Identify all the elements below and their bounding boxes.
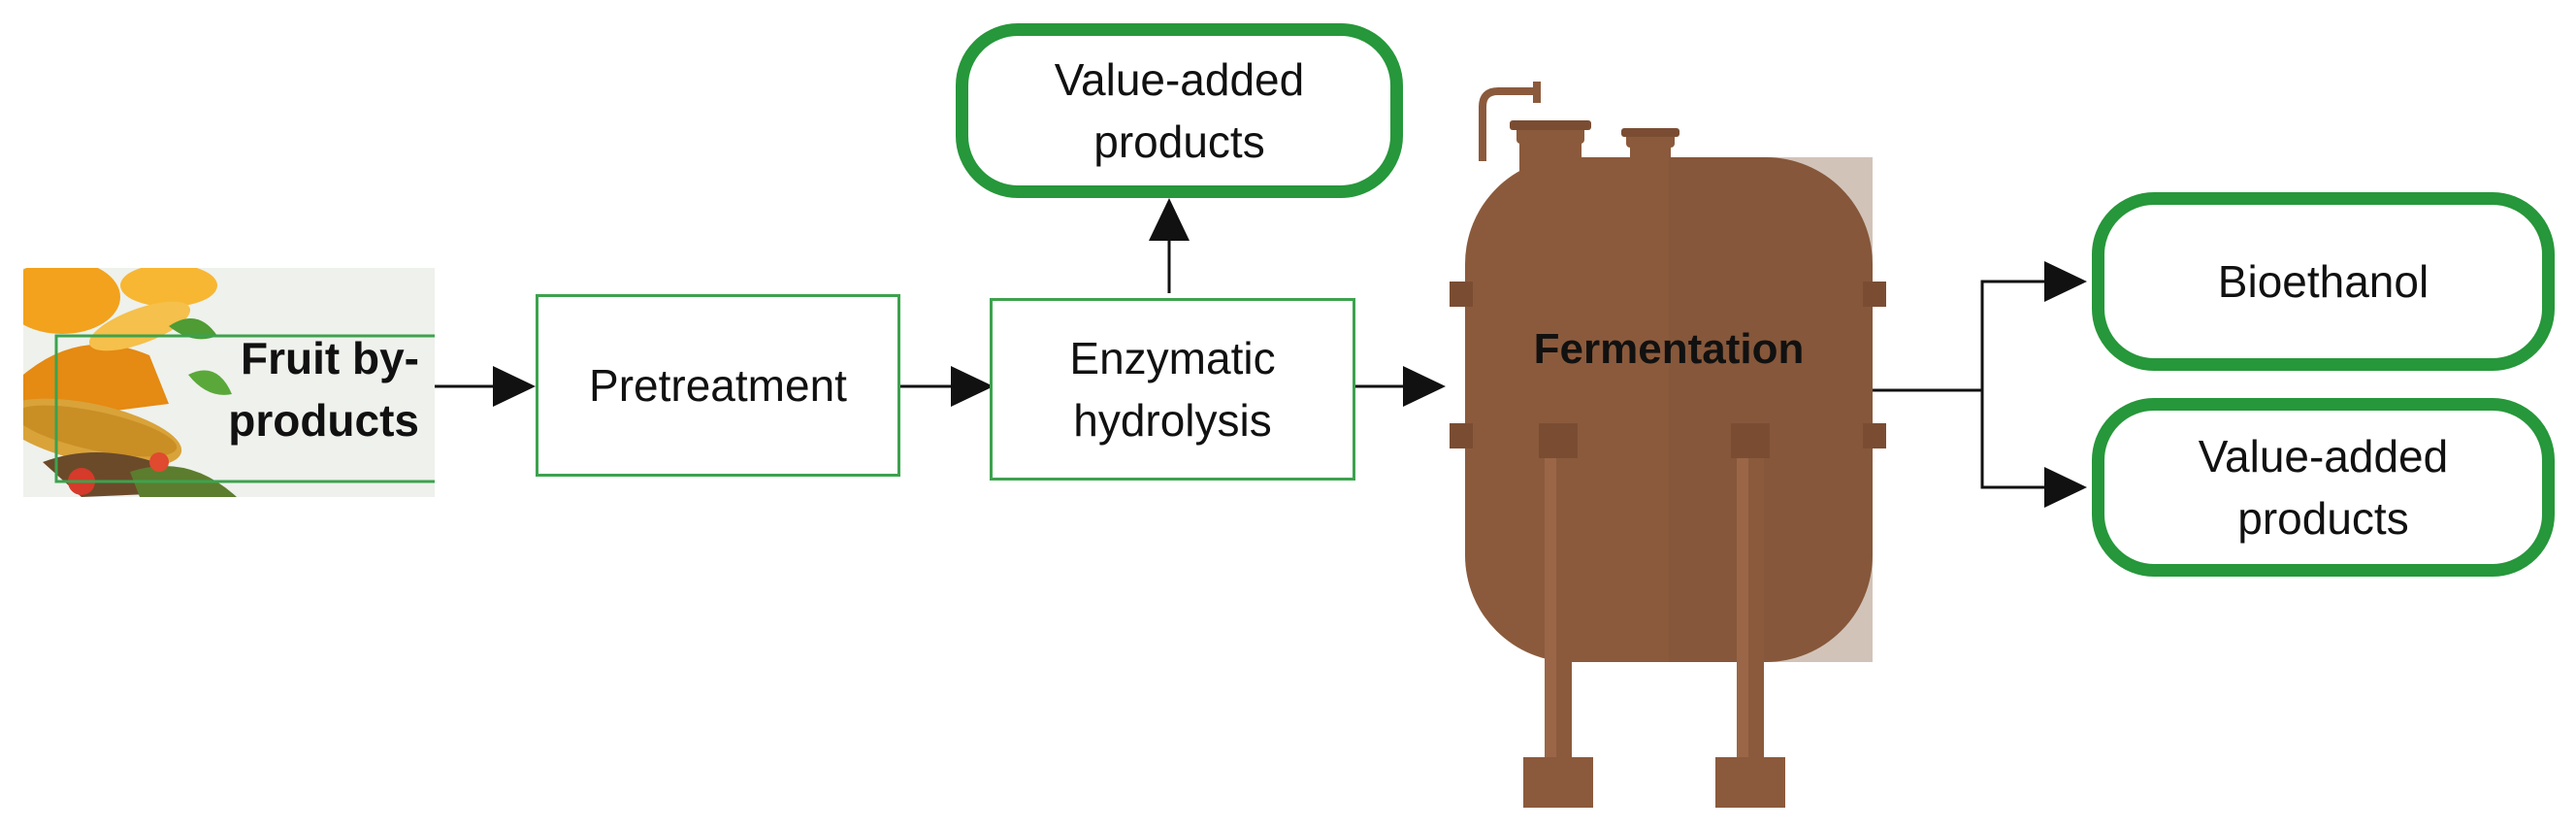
arrowhead bbox=[2044, 467, 2087, 508]
branch-line-lower bbox=[1980, 390, 2047, 489]
value-added-products-top-label: Value-added products bbox=[1054, 54, 1305, 167]
arrowhead bbox=[493, 366, 536, 407]
arrowhead bbox=[2044, 261, 2087, 302]
fruit-by-products-label: Fruit by- products bbox=[228, 333, 419, 446]
fermentation-tank-icon bbox=[1450, 82, 1886, 808]
bioethanol-label: Bioethanol bbox=[2217, 256, 2429, 307]
enzymatic-hydrolysis-label: Enzymatic hydrolysis bbox=[1069, 333, 1276, 446]
bioethanol-node bbox=[2092, 192, 2555, 371]
pretreatment-label: Pretreatment bbox=[589, 360, 847, 411]
fruit-by-products-node: Fruit by- products bbox=[23, 268, 435, 497]
fermentation-label: Fermentation bbox=[1533, 325, 1805, 373]
value-added-products-top-node bbox=[956, 23, 1403, 198]
branch-line bbox=[1841, 280, 2047, 392]
pretreatment-node bbox=[536, 294, 900, 477]
arrowhead bbox=[1403, 366, 1446, 407]
arrowhead bbox=[951, 366, 994, 407]
value-added-products-bottom-label: Value-added products bbox=[2198, 431, 2449, 544]
value-added-products-bottom-node bbox=[2092, 398, 2555, 577]
fruit-waste-photo-icon bbox=[23, 268, 435, 497]
enzymatic-hydrolysis-node bbox=[990, 298, 1355, 481]
arrowhead bbox=[1149, 198, 1190, 241]
